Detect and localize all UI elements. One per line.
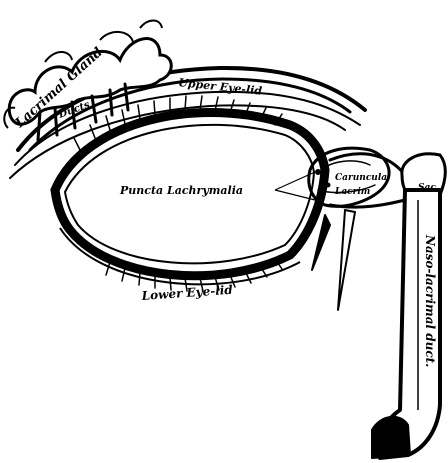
label-puncta: Puncta Lachrymalia [119, 184, 243, 197]
label-lacrimalis: Lacrim [334, 187, 370, 197]
probes [312, 210, 355, 310]
label-sac: Sac. [418, 183, 439, 193]
label-caruncula: Caruncula [335, 173, 387, 183]
label-nasolacrimal-duct: Naso-lacrimal duct. [423, 234, 437, 367]
